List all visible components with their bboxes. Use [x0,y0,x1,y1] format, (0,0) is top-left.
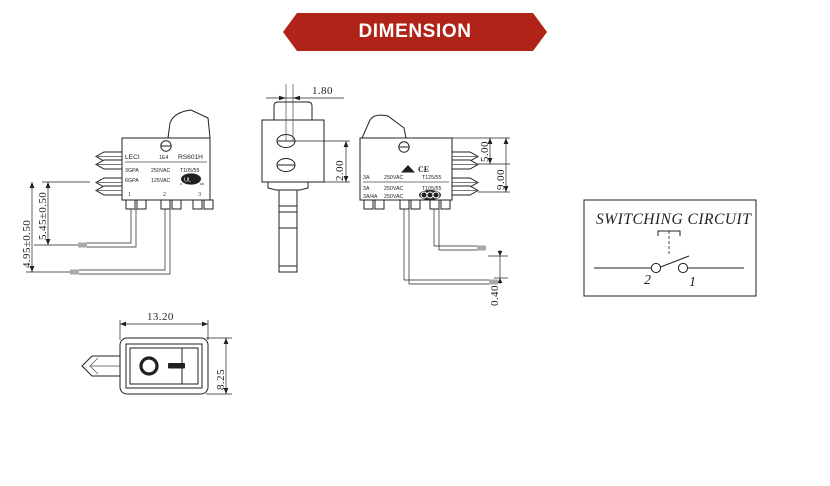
circuit-terminal-right-label: 1 [689,275,696,290]
rating-r0-c0: 3GPA [125,168,139,174]
dimension-left-outer: 4.95±0.50 [21,220,33,268]
view-top-middle: 1.80 2.00 [261,84,350,273]
center-code-left: 1E4 [159,155,168,161]
terminal-pads-right [363,199,451,210]
rating-r0-c2: T105/55 [180,168,199,174]
rocker-actuator-left [167,109,211,139]
screw-icon-right [398,141,410,153]
rocker-actuator-right [361,114,407,139]
actuator-bracket-icon [657,230,681,254]
svg-text:us: us [200,181,204,186]
banner-title: DIMENSION [358,21,472,42]
terminal-pads-left [125,199,214,210]
dimension-front-height: 8.25 [215,369,227,390]
brand-label-left: LECI [125,154,140,161]
screw-icon-mid-lower [276,158,296,172]
panel-quick-connect-tab [81,355,121,377]
body-flange-mid [267,181,309,191]
dimension-front-width: 13.20 [147,311,174,323]
switch-body-left [121,137,211,201]
rating-right-r1-c1: 250VAC [384,186,404,192]
svg-text:CE: CE [418,165,429,174]
contact-lever [657,255,690,269]
dimension-front-height-group [206,337,232,395]
terminal-stack-mid [278,189,298,229]
view-switching-circuit: SWITCHING CIRCUIT 2 1 [583,199,757,297]
terminal-num-3: 3 [198,192,201,198]
dimension-front-width-group [119,320,209,340]
view-front-panel: 13.20 8.25 [81,311,232,395]
svg-text:UL: UL [184,178,191,184]
circuit-title: SWITCHING CIRCUIT [596,211,752,228]
dimension-right-lower: 0.40 [489,285,501,306]
terminal-stack-mid-2 [278,227,298,273]
banner-shape [283,13,547,51]
wire-harness-right [403,209,498,285]
dimension-side-height: 2.00 [334,160,346,181]
terminal-num-1: 1 [128,192,131,198]
wire-harness-left [70,209,171,275]
rating-right-r0-c2: T125/55 [422,175,441,181]
symbol-on-icon [168,363,185,369]
rating-right-r2-c1: 250VAC [384,194,404,200]
dimension-right-lower-group [488,250,508,284]
dimension-top-width: 1.80 [312,85,333,97]
ul-cul-logo-icon: UL c us [180,173,204,186]
dimension-right-total: 9.00 [495,169,507,190]
vde-mark-icon [419,190,441,200]
view-top-right: CE 3A 250VAC T125/55 3A 250VAC T105/55 3… [359,114,510,306]
rating-right-r0-c1: 250VAC [384,175,404,181]
quick-connect-tab-right-lower [451,177,480,196]
rating-right-r0-c0: 3A [363,175,370,181]
view-top-left: LECI 1E4 RS601H 3GPA 250VAC T105/55 6GPA… [21,109,214,275]
terminal-node-2 [650,262,662,274]
quick-connect-tab-upper [94,151,123,170]
dimension-mid-group [295,140,350,183]
svg-text:c: c [180,181,182,186]
dimension-left-inner: 5.45±0.50 [37,192,49,240]
quick-connect-tab-lower [94,177,123,196]
quick-connect-tab-right-upper [451,151,480,170]
terminal-node-1 [677,262,689,274]
symbol-off-icon [139,356,159,376]
rating-r0-c1: 250VAC [151,168,171,174]
circuit-terminal-left-label: 2 [644,273,651,288]
dimension-top-group [266,95,344,101]
ce-mark-icon: CE [418,165,429,174]
circuit-box-border [583,199,757,297]
dimension-banner: DIMENSION [283,13,547,51]
dimension-right-upper: 5.00 [479,141,491,162]
triangle-mark-icon [401,165,415,173]
screw-icon-left [160,140,172,152]
rating-r1-c0: 6GPA [125,178,139,184]
rating-r1-c1: 125VAC [151,178,171,184]
rating-right-r1-c2: T105/55 [422,186,441,192]
rating-right-r2-c0: 3A/4A [363,194,378,200]
rating-right-r1-c0: 3A [363,186,370,192]
dimension-left-group [26,181,90,273]
model-label-left: RS601H [178,154,203,161]
terminal-num-2: 2 [163,192,166,198]
dimension-right-group [452,137,510,193]
